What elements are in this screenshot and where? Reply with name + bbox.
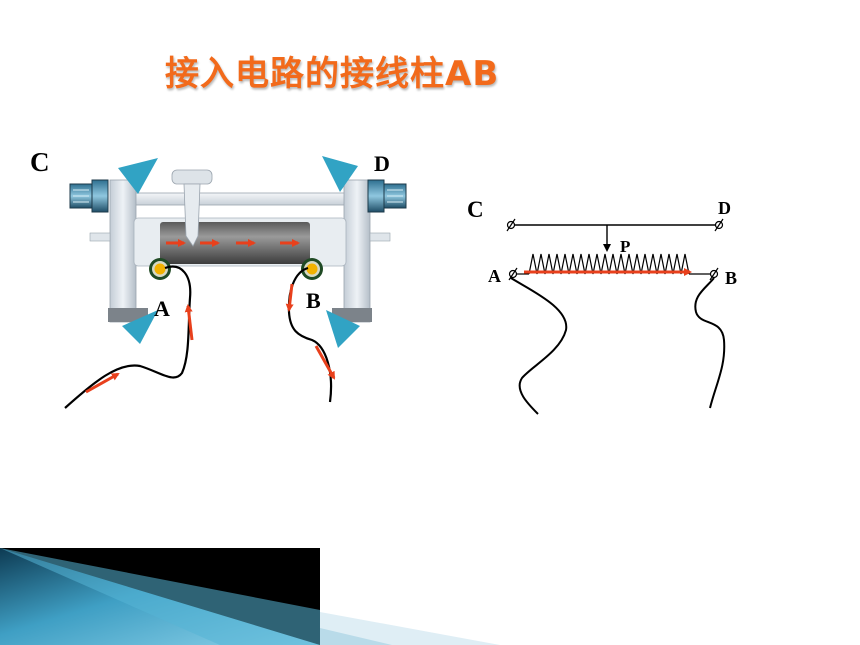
corner-triangles [118, 156, 360, 348]
right-frame [343, 179, 371, 323]
schematic-label-d: D [718, 198, 731, 218]
rheostat-illustration: C D A B [30, 147, 407, 409]
triangle-top-left [118, 158, 158, 194]
schematic-label-b: B [725, 268, 737, 288]
triangle-top-right [322, 156, 358, 192]
decorative-corner [0, 548, 500, 645]
schematic-label-p: P [620, 237, 630, 256]
left-frame [109, 179, 137, 323]
schematic-wire-a [510, 277, 568, 415]
device-label-c: C [30, 147, 50, 177]
triangle-bottom-right [326, 310, 360, 348]
schematic-wire-b [694, 277, 726, 409]
schematic-resistor-zigzag [528, 253, 690, 275]
triangle-bottom-left [122, 310, 158, 344]
device-label-a: A [154, 296, 170, 321]
left-knob [69, 179, 109, 213]
right-knob [367, 179, 407, 213]
terminal-b-symbol [709, 267, 719, 281]
wire-current-arrows [85, 283, 336, 394]
lead-wire-a [64, 265, 192, 409]
schematic-label-c: C [467, 197, 484, 222]
slider-contact [171, 169, 213, 247]
terminal-d-symbol [714, 218, 724, 232]
terminal-b [301, 258, 323, 280]
slider-bar [111, 192, 371, 206]
slide-title: 接入电路的接线柱AB [165, 54, 500, 94]
terminal-a-symbol [508, 267, 518, 281]
device-label-d: D [374, 151, 390, 176]
rheostat-schematic: C D P A B [467, 197, 737, 415]
terminal-c-symbol [506, 218, 516, 232]
schematic-label-a: A [488, 266, 501, 286]
device-label-b: B [306, 288, 321, 313]
terminal-a [149, 258, 171, 280]
